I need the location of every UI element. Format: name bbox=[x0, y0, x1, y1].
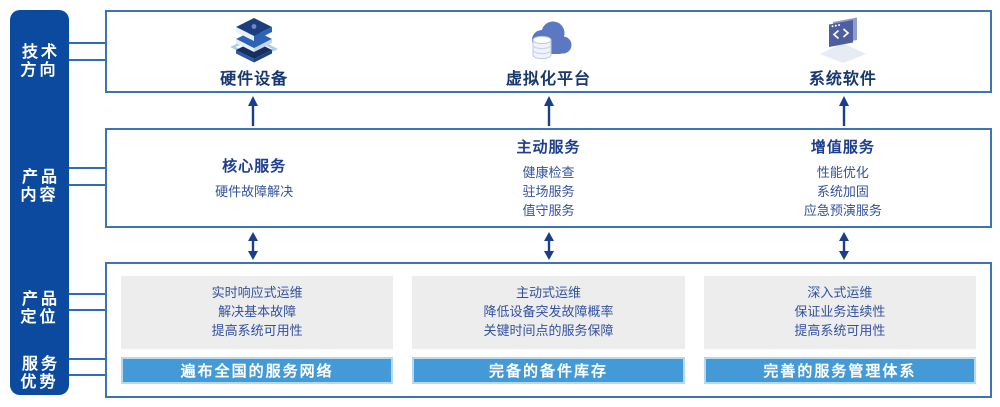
label-line: 方向 bbox=[20, 60, 59, 79]
arrow-cell bbox=[105, 96, 401, 126]
sidebar-label-product-positioning: 产品 定位 bbox=[10, 290, 69, 326]
positioning-line: 深入式运维 bbox=[807, 286, 873, 301]
tech-direction-box: 硬件设备 虚拟化平台 bbox=[105, 10, 992, 93]
label-line: 优势 bbox=[20, 372, 59, 391]
service-column-value-added: 增值服务 性能优化 系统加固 应急预演服务 bbox=[696, 130, 990, 226]
product-positioning-box: 实时响应式运维 解决基本故障 提高系统可用性 遍布全国的服务网络 主动式运维 降… bbox=[105, 262, 992, 398]
tech-item-label: 虚拟化平台 bbox=[505, 68, 591, 88]
sidebar-label-service-advantage: 服务 优势 bbox=[10, 355, 69, 391]
tech-item-virtualization: 虚拟化平台 bbox=[401, 15, 695, 89]
positioning-line: 保证业务连续性 bbox=[794, 305, 886, 320]
tech-item-hardware: 硬件设备 bbox=[107, 15, 401, 89]
positioning-line: 主动式运维 bbox=[515, 286, 581, 301]
label-line: 服务 bbox=[21, 354, 60, 373]
positioning-panel: 实时响应式运维 解决基本故障 提高系统可用性 bbox=[121, 276, 394, 349]
positioning-panel: 主动式运维 降低设备突发故障概率 关键时间点的服务保障 bbox=[412, 276, 685, 349]
connector-line bbox=[69, 42, 105, 44]
cloud-database-icon bbox=[532, 21, 572, 59]
arrow-cell bbox=[105, 232, 401, 260]
advantage-bar: 完备的备件库存 bbox=[412, 357, 685, 384]
positioning-line: 提高系统可用性 bbox=[211, 324, 303, 339]
arrow-cell bbox=[401, 96, 697, 126]
label-line: 定位 bbox=[20, 307, 59, 326]
positioning-column-indepth: 深入式运维 保证业务连续性 提高系统可用性 完善的服务管理体系 bbox=[703, 276, 976, 384]
arrow-cell bbox=[696, 96, 992, 126]
double-arrow-icon bbox=[543, 232, 554, 260]
positioning-line: 实时响应式运维 bbox=[211, 286, 303, 301]
service-title: 主动服务 bbox=[516, 137, 581, 156]
server-stack-icon bbox=[230, 17, 278, 62]
connector-line bbox=[69, 59, 105, 61]
service-item: 健康检查 bbox=[522, 165, 575, 181]
service-title: 核心服务 bbox=[222, 156, 287, 175]
service-item: 应急预演服务 bbox=[803, 203, 882, 219]
up-arrow-icon bbox=[543, 96, 554, 126]
service-column-active: 主动服务 健康检查 驻场服务 值守服务 bbox=[401, 130, 695, 226]
service-item: 驻场服务 bbox=[522, 184, 575, 200]
double-arrow-icon bbox=[247, 232, 258, 260]
code-window-icon bbox=[819, 17, 866, 63]
service-item: 系统加固 bbox=[816, 184, 869, 200]
advantage-bar: 遍布全国的服务网络 bbox=[121, 357, 394, 384]
arrow-cell bbox=[696, 232, 992, 260]
positioning-line: 解决基本故障 bbox=[218, 305, 297, 320]
arrow-cell bbox=[401, 232, 697, 260]
service-item: 性能优化 bbox=[816, 165, 869, 181]
positioning-line: 提高系统可用性 bbox=[794, 324, 886, 339]
product-content-box: 核心服务 硬件故障解决 主动服务 健康检查 驻场服务 值守服务 增值服务 性能优… bbox=[105, 128, 992, 228]
label-line: 产品 bbox=[21, 289, 60, 308]
connector-line bbox=[69, 358, 105, 360]
tech-item-label: 硬件设备 bbox=[220, 68, 289, 88]
label-line: 内容 bbox=[20, 185, 59, 204]
positioning-column-reactive: 实时响应式运维 解决基本故障 提高系统可用性 遍布全国的服务网络 bbox=[121, 276, 394, 384]
label-line: 技术 bbox=[21, 42, 60, 61]
positioning-column-proactive: 主动式运维 降低设备突发故障概率 关键时间点的服务保障 完备的备件库存 bbox=[412, 276, 685, 384]
connector-line bbox=[69, 374, 105, 376]
double-arrow-icon bbox=[839, 232, 850, 260]
service-item: 值守服务 bbox=[522, 203, 575, 219]
positioning-line: 降低设备突发故障概率 bbox=[483, 305, 614, 320]
connector-line bbox=[69, 184, 105, 186]
service-item: 硬件故障解决 bbox=[215, 184, 294, 200]
tech-item-label: 系统软件 bbox=[808, 68, 877, 88]
positioning-panel: 深入式运维 保证业务连续性 提高系统可用性 bbox=[703, 276, 976, 349]
connector-line bbox=[69, 293, 105, 295]
advantage-bar: 完善的服务管理体系 bbox=[703, 357, 976, 384]
up-arrow-icon bbox=[839, 96, 850, 126]
double-arrows-row bbox=[105, 232, 992, 260]
service-column-core: 核心服务 硬件故障解决 bbox=[107, 130, 401, 226]
sidebar-label-product-content: 产品 内容 bbox=[10, 168, 69, 204]
label-line: 产品 bbox=[21, 167, 60, 186]
up-arrows-row bbox=[105, 96, 992, 126]
positioning-line: 关键时间点的服务保障 bbox=[483, 324, 614, 339]
tech-item-system-software: 系统软件 bbox=[696, 15, 990, 89]
sidebar-label-tech-direction: 技术 方向 bbox=[10, 43, 69, 79]
connector-line bbox=[69, 167, 105, 169]
connector-line bbox=[69, 309, 105, 311]
sidebar: 技术 方向 产品 内容 产品 定位 服务 优势 bbox=[10, 10, 69, 395]
up-arrow-icon bbox=[247, 96, 258, 126]
service-title: 增值服务 bbox=[810, 137, 875, 156]
